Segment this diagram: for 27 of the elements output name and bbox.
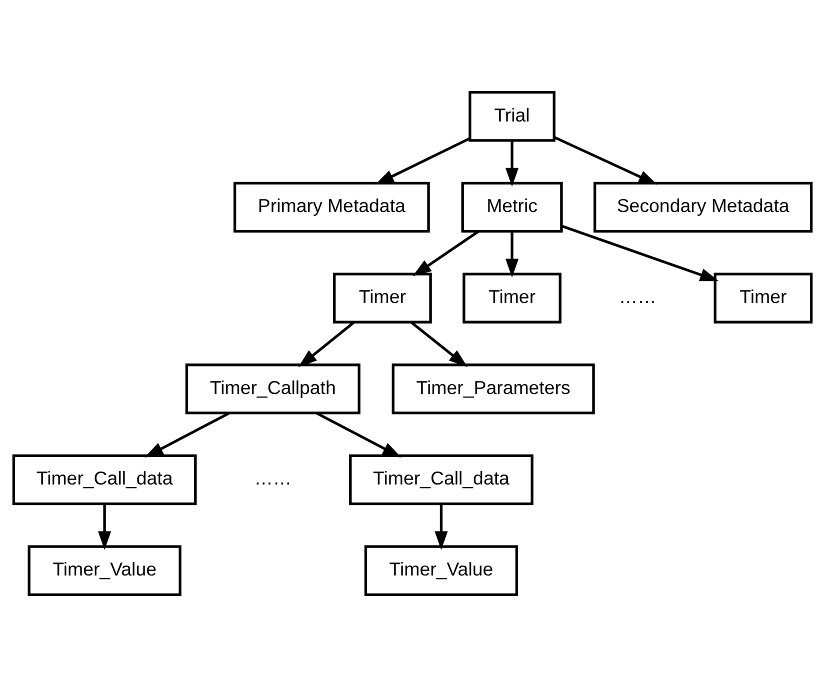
label: …… [254, 468, 292, 489]
arrow [412, 230, 480, 276]
node-box: Primary Metadata [233, 182, 430, 233]
node-box: Secondary Metadata [594, 182, 813, 233]
label: …… [618, 286, 656, 308]
arrow [375, 137, 470, 185]
node-box: Trial [468, 91, 556, 142]
arrow [410, 322, 468, 368]
arrow [554, 136, 658, 185]
node-box: Timer_Callpath [185, 364, 360, 414]
arrow [505, 140, 519, 187]
node-box: Timer [714, 272, 813, 324]
node-box: Timer_Parameters [392, 364, 595, 414]
node-box: Timer_Call_data [12, 454, 197, 506]
arrow [298, 322, 354, 368]
arrow [434, 504, 448, 550]
node-box: Timer [462, 272, 562, 324]
node-box: Timer_Call_data [349, 454, 534, 506]
arrow [144, 412, 230, 458]
node-box: Timer [333, 272, 432, 324]
node-box: Timer_Value [364, 545, 518, 596]
arrow [505, 232, 519, 278]
node-box: Timer_Value [28, 545, 182, 596]
arrow [316, 412, 402, 458]
arrow [98, 504, 112, 550]
arrow [561, 224, 719, 282]
node-box: Metric [461, 182, 563, 233]
